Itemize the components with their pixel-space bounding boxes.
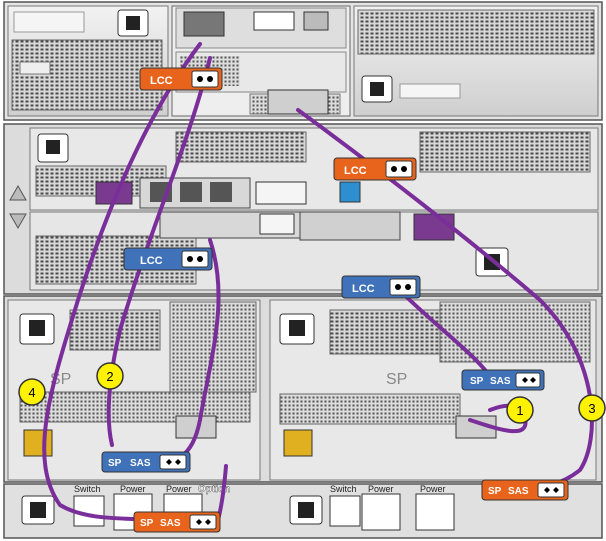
- power-label-right-1: Power: [368, 484, 394, 494]
- lcc-tag-middle-orange: LCC: [333, 157, 417, 181]
- port-dots-icon: [189, 514, 217, 530]
- port-dots-icon: [537, 482, 565, 498]
- cable-5: [393, 284, 492, 378]
- sp-sas-tag-orange-right-sas: SAS: [508, 486, 529, 497]
- callout-1-text: 1: [516, 403, 523, 418]
- callout-3-text: 3: [588, 401, 595, 416]
- lcc-tag-middle-blue-left: LCC: [123, 247, 213, 271]
- callout-4: 4: [18, 378, 46, 406]
- cable-2: [106, 56, 212, 447]
- sp-mark-b: SP: [386, 371, 407, 388]
- power-label-left-1: Power: [120, 484, 146, 494]
- cable-3: [296, 108, 594, 492]
- lcc-tag-top-label: LCC: [150, 75, 173, 87]
- port-dots-icon: [159, 454, 187, 470]
- sp-sas-tag-blue-right: SP SAS: [461, 369, 545, 391]
- power-label-left-2: Power: [166, 484, 192, 494]
- middle-enclosure: [3, 123, 603, 295]
- sp-sas-tag-blue-right-sas: SAS: [490, 376, 511, 387]
- sp-sas-tag-orange-left-sas: SAS: [160, 518, 181, 529]
- top-enclosure: [3, 1, 603, 121]
- sp-sas-tag-blue-left-sp: SP: [108, 458, 122, 469]
- sp-sas-tag-blue-right-sp: SP: [470, 376, 484, 387]
- lcc-tag-middle-blue-right-label: LCC: [352, 283, 375, 295]
- cable-1: [42, 42, 202, 522]
- switch-label-right: Switch: [330, 484, 357, 494]
- lcc-tag-middle-blue-right: LCC: [341, 275, 421, 299]
- port-dots-icon: [385, 160, 413, 178]
- sp-sas-tag-orange-left: SP SAS: [133, 511, 221, 533]
- lcc-tag-top: LCC: [139, 67, 223, 91]
- callout-2: 2: [96, 362, 124, 390]
- option-label: Option: [198, 484, 230, 495]
- power-label-right-2: Power: [420, 484, 446, 494]
- callout-2-text: 2: [106, 369, 113, 384]
- sp-sas-tag-orange-left-sp: SP: [140, 518, 154, 529]
- port-highlight: [413, 213, 455, 241]
- port-dots-icon: [191, 70, 219, 88]
- switch-label-left: Switch: [74, 484, 101, 494]
- lcc-tag-middle-blue-left-label: LCC: [140, 255, 163, 267]
- cables: [42, 42, 594, 522]
- port-dots-icon: [389, 278, 417, 296]
- sp-sas-tag-blue-left: SP SAS: [101, 451, 191, 473]
- cable-4: [178, 238, 221, 460]
- sp-sas-tag-orange-right: SP SAS: [481, 479, 569, 501]
- callout-4-text: 4: [28, 385, 35, 400]
- callout-1: 1: [506, 396, 534, 424]
- lcc-tag-middle-orange-label: LCC: [344, 165, 367, 177]
- sp-sas-tag-blue-left-sas: SAS: [130, 458, 151, 469]
- port-dots-icon: [181, 250, 209, 268]
- sp-sas-tag-orange-right-sp: SP: [488, 486, 502, 497]
- callout-3: 3: [578, 394, 606, 422]
